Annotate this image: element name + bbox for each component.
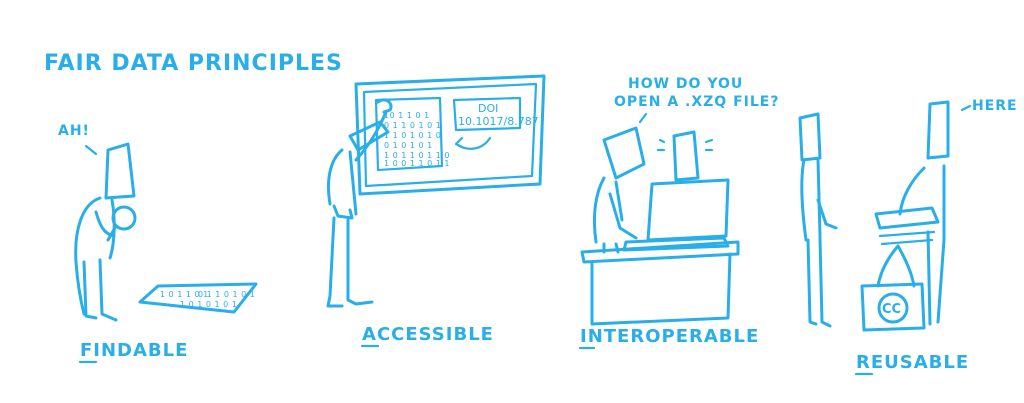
speech-tick	[638, 112, 648, 124]
figure-leg-front	[926, 230, 932, 326]
board-bits-line-1: 10 1 1 0 1	[384, 111, 430, 120]
laptop-stack-lines	[878, 230, 936, 246]
laptop-screen	[646, 178, 730, 242]
doi-arrow-icon	[454, 136, 492, 150]
speech-tick	[84, 144, 98, 156]
floor-paper-outline	[138, 282, 258, 314]
display-board-inner	[362, 82, 538, 188]
board-bits-line-4: 0 1 0 1 0 1	[384, 141, 433, 150]
figure-torso-front	[108, 198, 116, 260]
label-initial: A	[362, 324, 377, 345]
figure-torso-back	[74, 196, 102, 316]
figure-leg-front	[346, 218, 374, 306]
illustration-title: FAIR DATA PRINCIPLES	[44, 51, 343, 76]
figure-shoulder	[898, 166, 926, 216]
figure-searcher	[74, 142, 137, 322]
label-interoperable: INTEROPERABLE	[580, 326, 759, 347]
figure-head	[602, 126, 646, 180]
figure-hand	[332, 204, 354, 220]
figure-receiver	[798, 112, 838, 328]
label-initial: I	[580, 326, 588, 347]
figure-back	[936, 164, 946, 324]
figure-leg-front	[98, 258, 118, 322]
laptop-base	[622, 236, 730, 252]
board-bits-line-6: 1 0 0 1 1 0 1 1	[384, 159, 450, 168]
doi-tag	[452, 96, 522, 132]
surprise-marks	[656, 138, 714, 152]
figure-front	[348, 150, 358, 216]
figure-front	[614, 180, 624, 222]
panel-accessible: 10 1 1 0 1 0 1 1 0 1 0 1 1 1 0 1 0 1 0 0…	[326, 74, 546, 348]
data-sheet-on-floor: 1 0 1 1 0 1 0 1 1 0 1 0 1 1 0 1 0 1 0 1	[138, 282, 258, 314]
figure-leg-back	[326, 216, 344, 308]
figure-head	[348, 120, 390, 152]
speech-line-2: OPEN A .XZQ FILE?	[614, 94, 779, 110]
figure-back	[592, 176, 606, 244]
floor-bits-line-2: 0 1 1 0 1 0 1	[198, 290, 255, 299]
figure-head	[798, 112, 822, 162]
figure-giver	[874, 100, 950, 326]
figure-operator	[592, 126, 646, 254]
figure-head	[104, 142, 136, 200]
figure-hand-pointing	[376, 98, 393, 114]
hidden-figure-head	[672, 130, 700, 182]
panel-reusable: HERE CC REUSABLE	[798, 98, 1018, 376]
label-rest: EUSABLE	[871, 352, 969, 373]
figure-arm	[816, 198, 838, 230]
laptop-carried	[874, 206, 940, 230]
label-rest: INDABLE	[93, 340, 188, 361]
magnifier-lens	[111, 205, 137, 231]
floor-bits-line-3: 1 0 1 0 1 0 1	[180, 300, 237, 309]
cc-bag: CC	[860, 244, 926, 332]
figure-front	[816, 158, 822, 238]
speech-dash	[960, 104, 972, 112]
figure-reader	[326, 98, 393, 308]
board-bits-line-5: 1 0 1 1 0 1 1 0	[384, 151, 450, 160]
figure-arm-raised	[354, 110, 388, 162]
doi-value: 10.1017/8.787	[458, 115, 539, 128]
board-bits-line-2: 0 1 1 0 1 0 1	[384, 121, 441, 130]
figure-arm	[608, 192, 638, 240]
magnifier-handle	[106, 224, 118, 242]
label-initial: R	[856, 352, 871, 373]
panel-findable: AH! 1 0 1 1 0 1 0 1 1 0 1 0 1 1 0 1 0 1 …	[58, 123, 258, 364]
floor-bits-line-1: 1 0 1 1 0 1	[160, 290, 209, 299]
cc-logo-circle	[877, 292, 909, 324]
board-bits-line-3: 1 1 0 1 0 1 0	[384, 131, 441, 140]
bag-handle	[876, 244, 916, 288]
board-data-sheet	[374, 96, 444, 172]
bag-body	[860, 282, 926, 332]
label-initial: F	[80, 340, 93, 361]
figure-head	[926, 100, 950, 160]
speech-line-1: HOW DO YOU	[628, 76, 743, 92]
desk-body	[590, 252, 732, 326]
figure-leg-front	[818, 236, 832, 328]
label-rest: NTEROPERABLE	[588, 326, 760, 347]
label-findable: FINDABLE	[80, 340, 188, 361]
figure-back	[800, 158, 808, 242]
panel-interoperable: HOW DO YOU OPEN A .XZQ FILE? INTEROPERAB…	[578, 76, 779, 350]
speech-here: HERE	[972, 98, 1018, 114]
label-accessible: ACCESSIBLE	[362, 324, 494, 345]
figure-leg-back	[806, 238, 818, 326]
label-rest: CCESSIBLE	[377, 324, 494, 345]
desk-top	[580, 240, 740, 264]
speech-ah: AH!	[58, 123, 90, 139]
doi-label: DOI	[478, 102, 498, 115]
cc-logo: CC	[882, 302, 901, 317]
figure-leg-back	[82, 260, 98, 320]
figure-legs	[602, 242, 620, 254]
label-reusable: REUSABLE	[856, 352, 969, 373]
figure-back	[327, 148, 344, 206]
